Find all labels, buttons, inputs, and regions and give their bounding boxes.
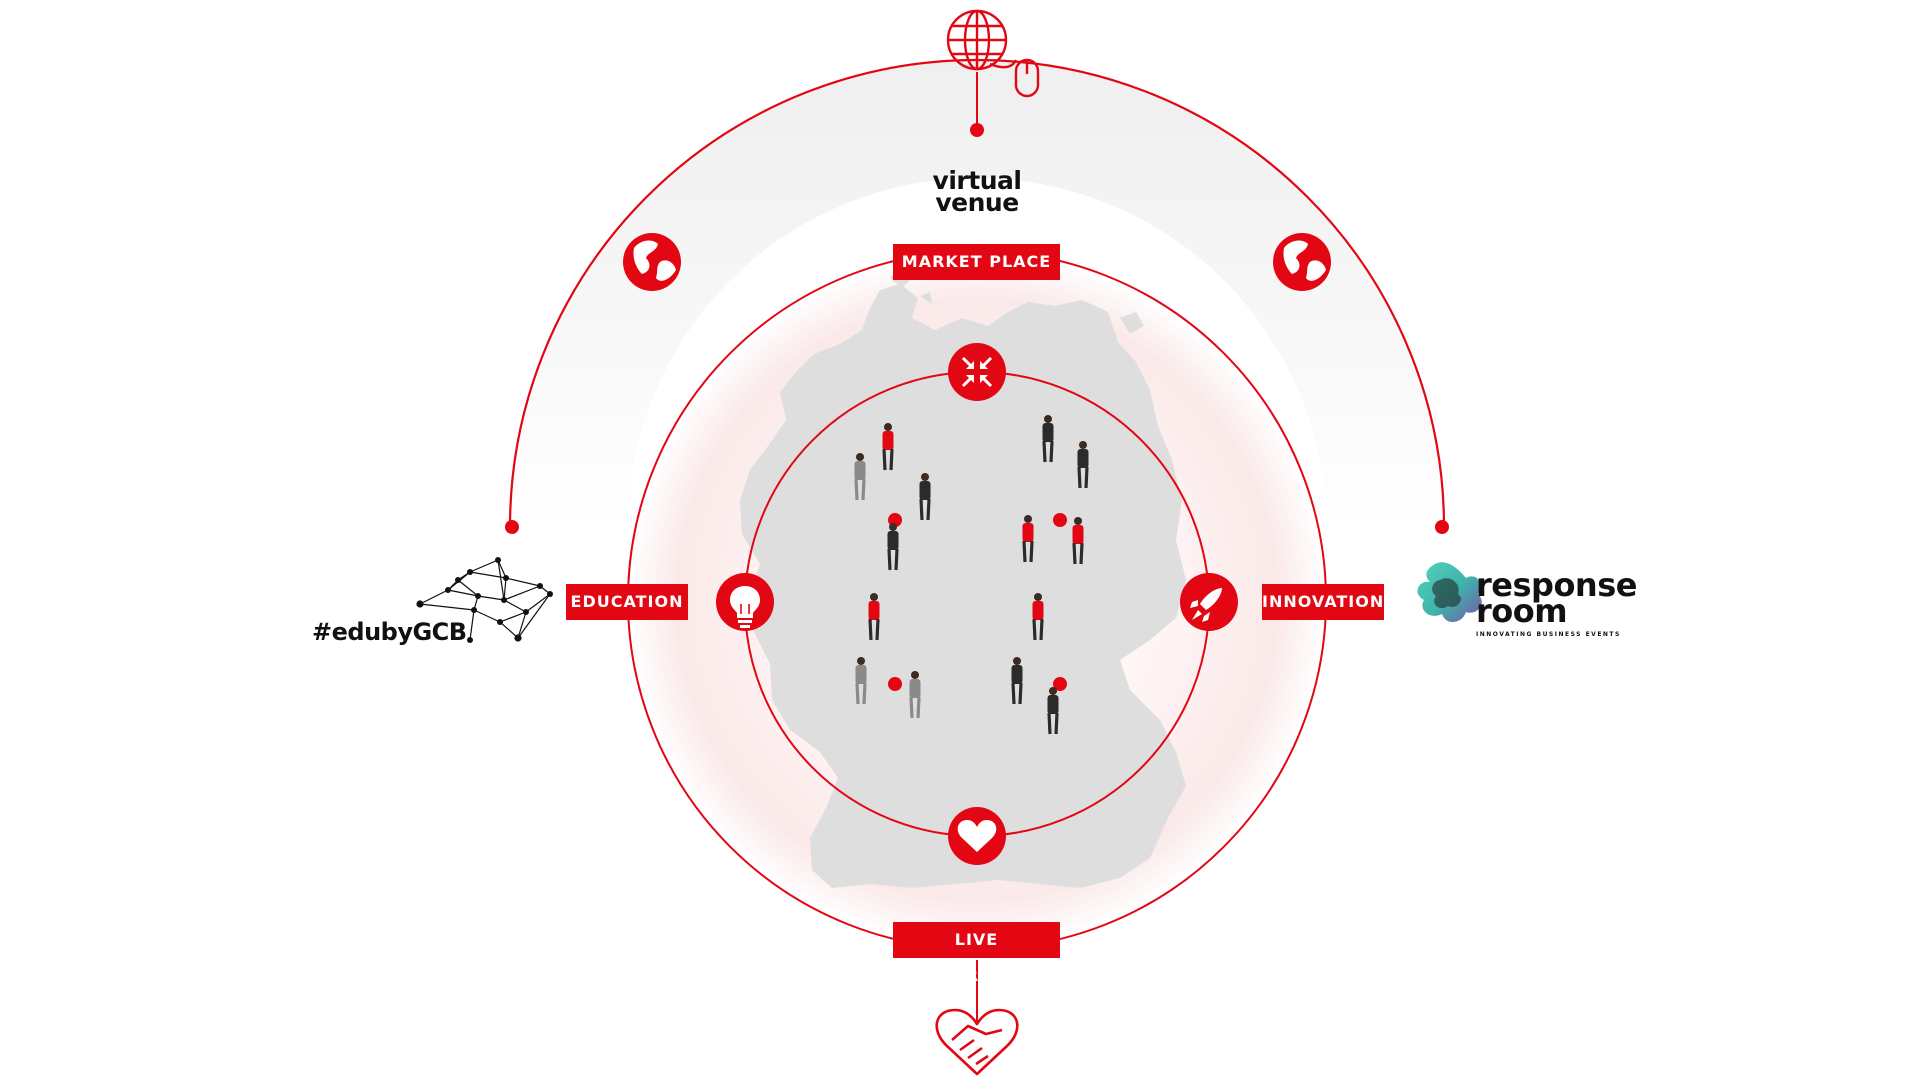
person-figure <box>1047 687 1059 735</box>
edu-network-edge <box>505 577 541 587</box>
live-experience-label: LIVE EXPERIENCE <box>893 922 1060 985</box>
edu-network-node <box>495 557 501 563</box>
top-dot <box>970 123 984 137</box>
edu-network-edge <box>497 559 505 601</box>
edu-logo-text: #edubyGCB <box>312 618 467 646</box>
response-room-line-2: room <box>1476 592 1568 630</box>
response-room-line-1: response <box>1476 566 1637 604</box>
market-place-label: MARKET PLACE <box>893 244 1060 280</box>
heart-icon <box>948 807 1006 865</box>
virtual-venue-band <box>510 60 1444 527</box>
person-figure <box>919 473 931 521</box>
edu-network-edge <box>503 599 527 613</box>
edu-network-node <box>501 597 507 603</box>
person-figure <box>1077 441 1089 489</box>
person-figure <box>887 523 899 571</box>
education-label: EDUCATION <box>566 584 688 620</box>
group-dot <box>1053 677 1067 691</box>
virtual-venue-line-2: venue <box>935 188 1019 217</box>
response-room-tagline: INNOVATING BUSINESS EVENTS <box>1476 631 1621 638</box>
person-figure <box>854 453 866 501</box>
person-figure <box>1022 515 1034 563</box>
edu-network-graphic <box>416 557 553 643</box>
person-figure <box>855 657 867 705</box>
arrows-converge-icon <box>948 343 1006 401</box>
edu-network-edge <box>477 595 505 601</box>
handshake-heart-icon <box>935 1008 1019 1076</box>
edu-network-edge <box>497 559 507 579</box>
edu-network-node <box>455 577 461 583</box>
virtual-venue-logo: virtual venue <box>916 166 1038 217</box>
response-room-logo-mark <box>1417 562 1482 623</box>
edu-network-edge <box>457 579 479 597</box>
edu-network-node <box>416 600 424 608</box>
edu-network-edge <box>419 589 449 605</box>
edu-network-node <box>503 575 509 581</box>
arc-end-dot-right <box>1435 520 1449 534</box>
edu-network-edge <box>525 593 551 613</box>
edu-network-edge <box>499 621 519 639</box>
edu-network-node <box>467 569 473 575</box>
edu-network-node <box>475 593 481 599</box>
edu-network-node <box>467 637 473 643</box>
edu-network-node <box>471 607 477 613</box>
lightbulb-icon <box>716 573 774 631</box>
edu-network-node <box>537 583 543 589</box>
edu-network-edge <box>499 611 527 623</box>
edu-network-edge <box>473 609 501 623</box>
person-figure <box>1032 593 1044 641</box>
earth-icon <box>1273 233 1331 291</box>
group-dot <box>888 677 902 691</box>
edu-network-edge <box>419 603 475 611</box>
person-figure <box>1042 415 1054 463</box>
edu-network-edge <box>447 589 479 597</box>
edu-network-edge <box>503 585 541 601</box>
arc-end-dot-left <box>505 520 519 534</box>
person-figure <box>1072 517 1084 565</box>
person-figure <box>1011 657 1023 705</box>
edu-network-node <box>497 619 503 625</box>
edu-network-node <box>547 591 553 597</box>
edu-network-edge <box>517 611 527 639</box>
rocket-icon <box>1180 573 1238 631</box>
edu-network-node <box>445 587 451 593</box>
edu-network-node <box>514 634 522 642</box>
edu-network-edge <box>469 609 475 641</box>
earth-icon <box>623 233 681 291</box>
edu-network-edge <box>469 559 499 573</box>
globe-mouse-icon <box>946 9 1040 98</box>
germany-map <box>740 284 1186 888</box>
group-dot <box>1053 513 1067 527</box>
virtual-venue-line-1: virtual <box>932 166 1022 195</box>
edu-network-edge <box>503 577 507 601</box>
innovation-label: INNOVATION <box>1262 584 1384 620</box>
response-room-logo: response room INNOVATING BUSINESS EVENTS <box>1476 566 1637 638</box>
edu-network-node <box>523 609 529 615</box>
person-figure <box>909 671 921 719</box>
people-figures <box>854 415 1089 735</box>
edu-network-edge <box>517 593 551 639</box>
person-figure <box>882 423 894 471</box>
person-figure <box>868 593 880 641</box>
